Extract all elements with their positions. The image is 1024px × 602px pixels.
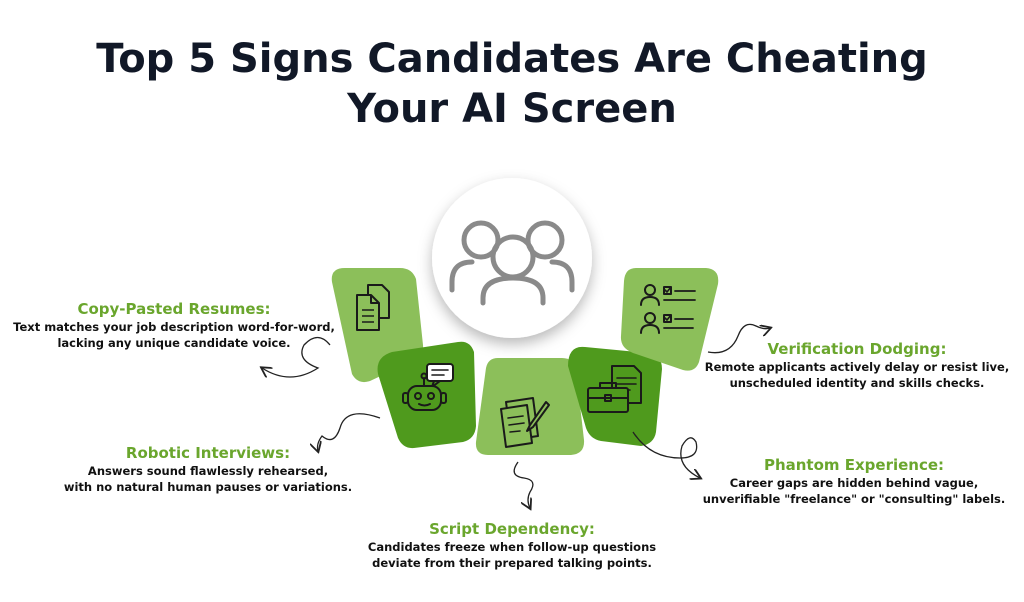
desc-phantom-experience-line-2: unverifiable "freelance" or "consulting"… — [702, 492, 1006, 506]
heading-robotic-interviews: Robotic Interviews: — [125, 444, 291, 462]
label-phantom-experience: Phantom Experience: Career gaps are hidd… — [694, 456, 1014, 507]
desc-verification-dodging-line-1: Remote applicants actively delay or resi… — [704, 360, 1010, 374]
label-verification-dodging: Verification Dodging: Remote applicants … — [692, 340, 1022, 391]
desc-robotic-interviews-line-2: with no natural human pauses or variatio… — [63, 480, 353, 494]
label-robotic-interviews: Robotic Interviews: Answers sound flawle… — [58, 444, 358, 495]
label-script-dependency: Script Dependency: Candidates freeze whe… — [362, 520, 662, 571]
desc-script-dependency-line-1: Candidates freeze when follow-up questio… — [367, 540, 657, 554]
desc-verification-dodging-line-2: unscheduled identity and skills checks. — [729, 376, 985, 390]
script-pen-icon — [500, 397, 550, 448]
title-line-2: Your AI Screen — [347, 86, 677, 132]
desc-copy-pasted-resumes-line-1: Text matches your job description word-f… — [13, 320, 335, 334]
arrow-phantom-experience — [632, 431, 700, 478]
heading-script-dependency: Script Dependency: — [429, 520, 595, 538]
documents-copy-icon — [356, 284, 390, 331]
arrow-copy-pasted-resumes — [262, 336, 331, 378]
robot-chat-icon — [402, 363, 454, 411]
title-line-1: Top 5 Signs Candidates Are Cheating — [96, 36, 928, 82]
arrow-script-dependency — [513, 461, 534, 508]
heading-verification-dodging: Verification Dodging: — [767, 340, 947, 358]
label-copy-pasted-resumes: Copy-Pasted Resumes: Text matches your j… — [4, 300, 344, 351]
arrow-verification-dodging — [707, 323, 770, 354]
center-circle — [432, 178, 592, 338]
people-group-icon — [449, 220, 575, 306]
identity-checklist-icon — [640, 284, 696, 334]
heading-phantom-experience: Phantom Experience: — [763, 456, 945, 474]
page-title: Top 5 Signs Candidates Are Cheating Your… — [0, 34, 1024, 134]
portfolio-briefcase-icon — [587, 365, 642, 413]
arrow-robotic-interviews — [318, 413, 381, 451]
desc-phantom-experience-line-1: Career gaps are hidden behind vague, — [729, 476, 979, 490]
desc-robotic-interviews-line-1: Answers sound flawlessly rehearsed, — [87, 464, 329, 478]
desc-script-dependency-line-2: deviate from their prepared talking poin… — [372, 556, 652, 570]
desc-copy-pasted-resumes-line-2: lacking any unique candidate voice. — [57, 336, 291, 350]
heading-copy-pasted-resumes: Copy-Pasted Resumes: — [77, 300, 271, 318]
